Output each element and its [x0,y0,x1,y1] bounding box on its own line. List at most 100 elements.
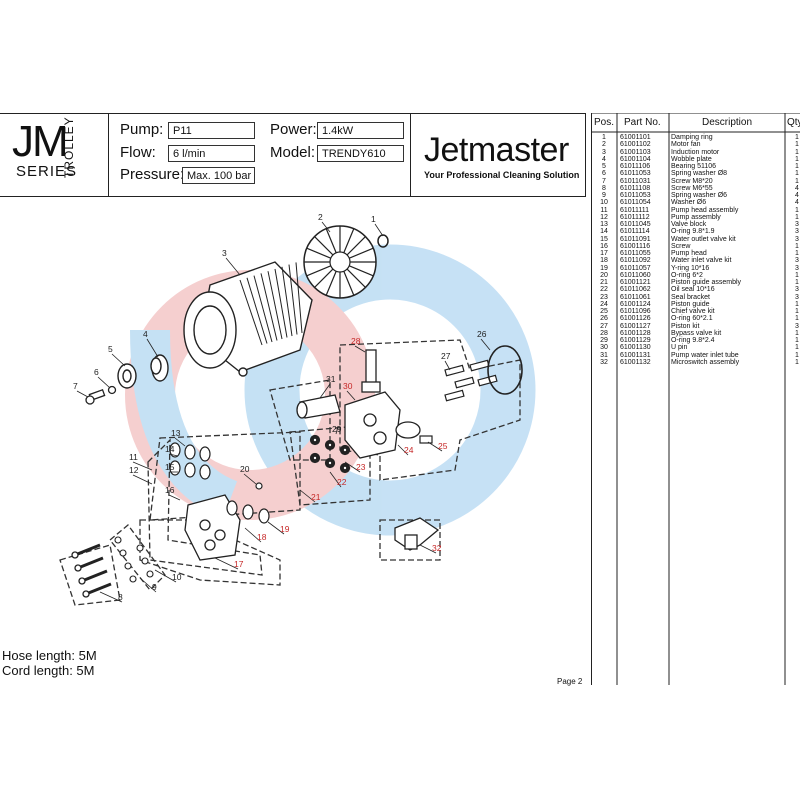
parts-table: Pos. Part No. Description Qty 161001101D… [591,113,800,685]
row-part-no: 61001104 [620,155,651,163]
row-pos: 28 [600,329,608,337]
callout-number: 22 [337,477,347,487]
callout-number: 15 [165,462,175,472]
row-part-no: 61001121 [620,279,651,286]
screw [85,388,106,405]
header-description: Description [702,117,753,128]
row-description: Piston guide assembly [671,279,742,286]
row-pos: 2 [602,141,606,149]
row-description: Screw M8*20 [671,177,713,185]
row-description: Pump head assembly [671,206,739,214]
row-part-no: 61011108 [620,184,651,192]
row-pos: 6 [602,170,606,178]
row-pos: 18 [600,257,608,265]
pump-label: Pump: [120,121,164,138]
row-description: O-ring 60*2.1 [671,315,713,323]
row-description: Spring washer Ø8 [671,170,728,178]
row-pos: 1 [602,134,606,141]
callout-leader [346,390,356,401]
row-description: O-ring 9.8*1.9 [671,228,715,236]
row-part-no: 61001131 [620,351,651,359]
header-frame [0,113,586,197]
series-logo-subtitle: SERIES [16,163,78,180]
callout-number: 16 [165,485,175,495]
spring-washer [107,385,117,395]
row-description: Damping ring [671,134,713,141]
callout-leader [243,473,257,485]
page-number: Page 2 [557,677,583,686]
row-part-no: 61011096 [620,308,651,315]
bearing [117,363,137,389]
row-description: Induction motor [671,148,720,156]
row-description: Washer Ø6 [671,199,707,207]
callout-number: 18 [257,532,267,542]
callout-number: 2 [318,212,323,222]
row-description: Motor fan [671,141,701,149]
row-qty: 1 [795,206,799,214]
row-qty: 1 [795,279,799,286]
row-pos: 9 [602,192,606,199]
row-part-no: 61001101 [620,134,651,141]
damping-ring [377,234,389,248]
row-qty: 3 [795,286,799,294]
row-pos: 8 [602,184,606,192]
induction-motor [183,261,313,377]
callout-leader [154,569,177,583]
callout-leader [99,591,123,603]
power-value: 1.4kW [317,122,404,139]
row-qty: 1 [795,351,799,359]
row-pos: 30 [600,344,608,352]
row-description: Bearing 51106 [671,163,717,170]
valve-kits [169,442,270,524]
row-qty: 1 [795,177,799,185]
callout-leader [267,521,285,535]
row-description: Pump assembly [671,213,721,221]
callout-leader [139,577,157,593]
callout-number: 13 [171,428,181,438]
callout-leader [321,221,331,233]
row-part-no: 61011112 [620,213,650,221]
row-qty: 3 [795,228,799,236]
row-pos: 5 [602,163,606,170]
callout-number: 4 [143,329,148,339]
row-pos: 14 [600,228,608,236]
callout-leader [132,461,153,471]
row-pos: 16 [600,242,608,250]
row-qty: 3 [795,235,799,243]
row-pos: 3 [602,148,606,156]
row-description: Water inlet valve kit [671,257,732,265]
row-pos: 7 [602,177,606,185]
header-pos: Pos. [594,117,615,128]
row-qty: 3 [795,221,799,228]
model-label: Model: [270,144,316,161]
callout-leader [480,338,491,351]
row-description: Pump water inlet tube [671,351,739,359]
callout-number: 19 [280,524,290,534]
row-pos: 21 [600,279,608,286]
long-screws [71,543,112,598]
callout-leader [344,461,361,473]
row-description: O-ring 6*2 [671,271,703,279]
row-pos: 20 [600,271,608,279]
callout-leader [174,437,186,447]
callout-leader [319,383,331,399]
row-pos: 29 [600,337,608,344]
row-part-no: 61011061 [620,293,651,301]
callout-number: 5 [108,344,113,354]
row-part-no: 61011062 [620,286,651,294]
header-part-no: Part No. [624,117,661,128]
row-qty: 3 [795,264,799,272]
pressure-value: Max. 100 bar [182,167,255,184]
